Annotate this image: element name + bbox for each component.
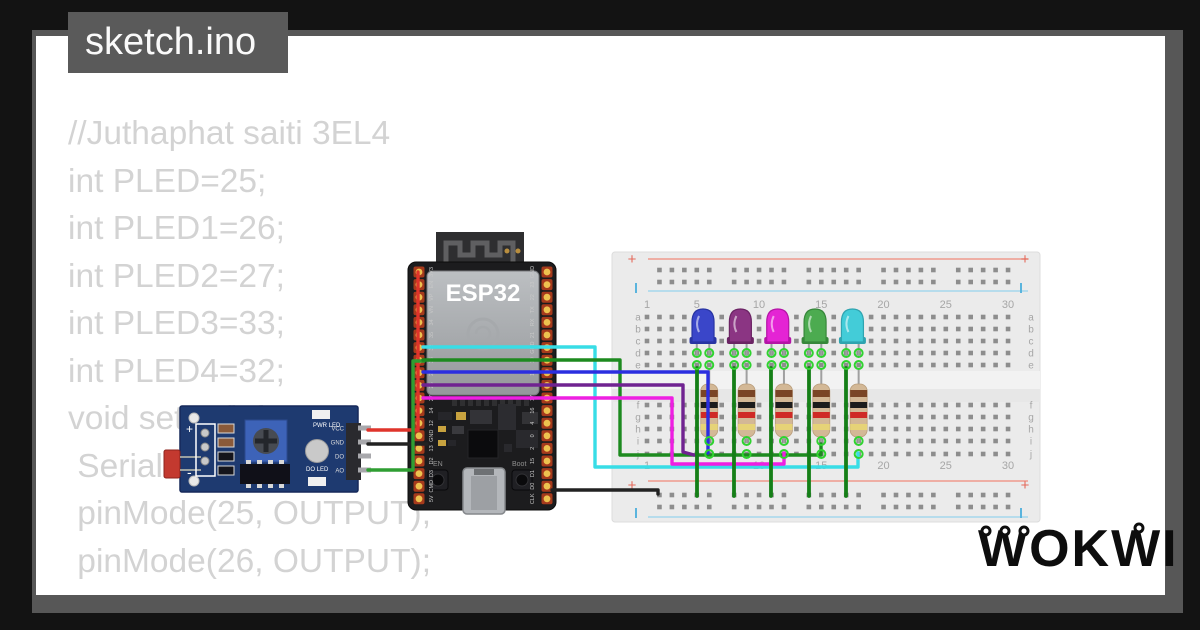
code-line: int PLED4=32; [68, 352, 285, 390]
content-card: //Juthaphat saiti 3EL4 int PLED=25; int PL… [36, 36, 1165, 595]
code-line: Serial.begin(9600); [68, 447, 361, 485]
sketch-filename-badge: sketch.ino [68, 12, 288, 73]
code-line: //Juthaphat saiti 3EL4 [68, 115, 391, 152]
code-line: pinMode(26, OUTPUT); [68, 542, 432, 580]
code-line: void setup() { [68, 400, 264, 437]
code-line: int PLED=25; [68, 162, 267, 200]
code-line: int PLED2=27; [68, 257, 285, 295]
code-line: int PLED1=26; [68, 210, 285, 247]
code-line: pinMode(27, OUTPUT); [68, 585, 968, 595]
code-line: pinMode(25, OUTPUT); [68, 495, 432, 532]
sketch-filename: sketch.ino [85, 21, 257, 63]
code-line: int PLED3=33; [68, 305, 285, 342]
